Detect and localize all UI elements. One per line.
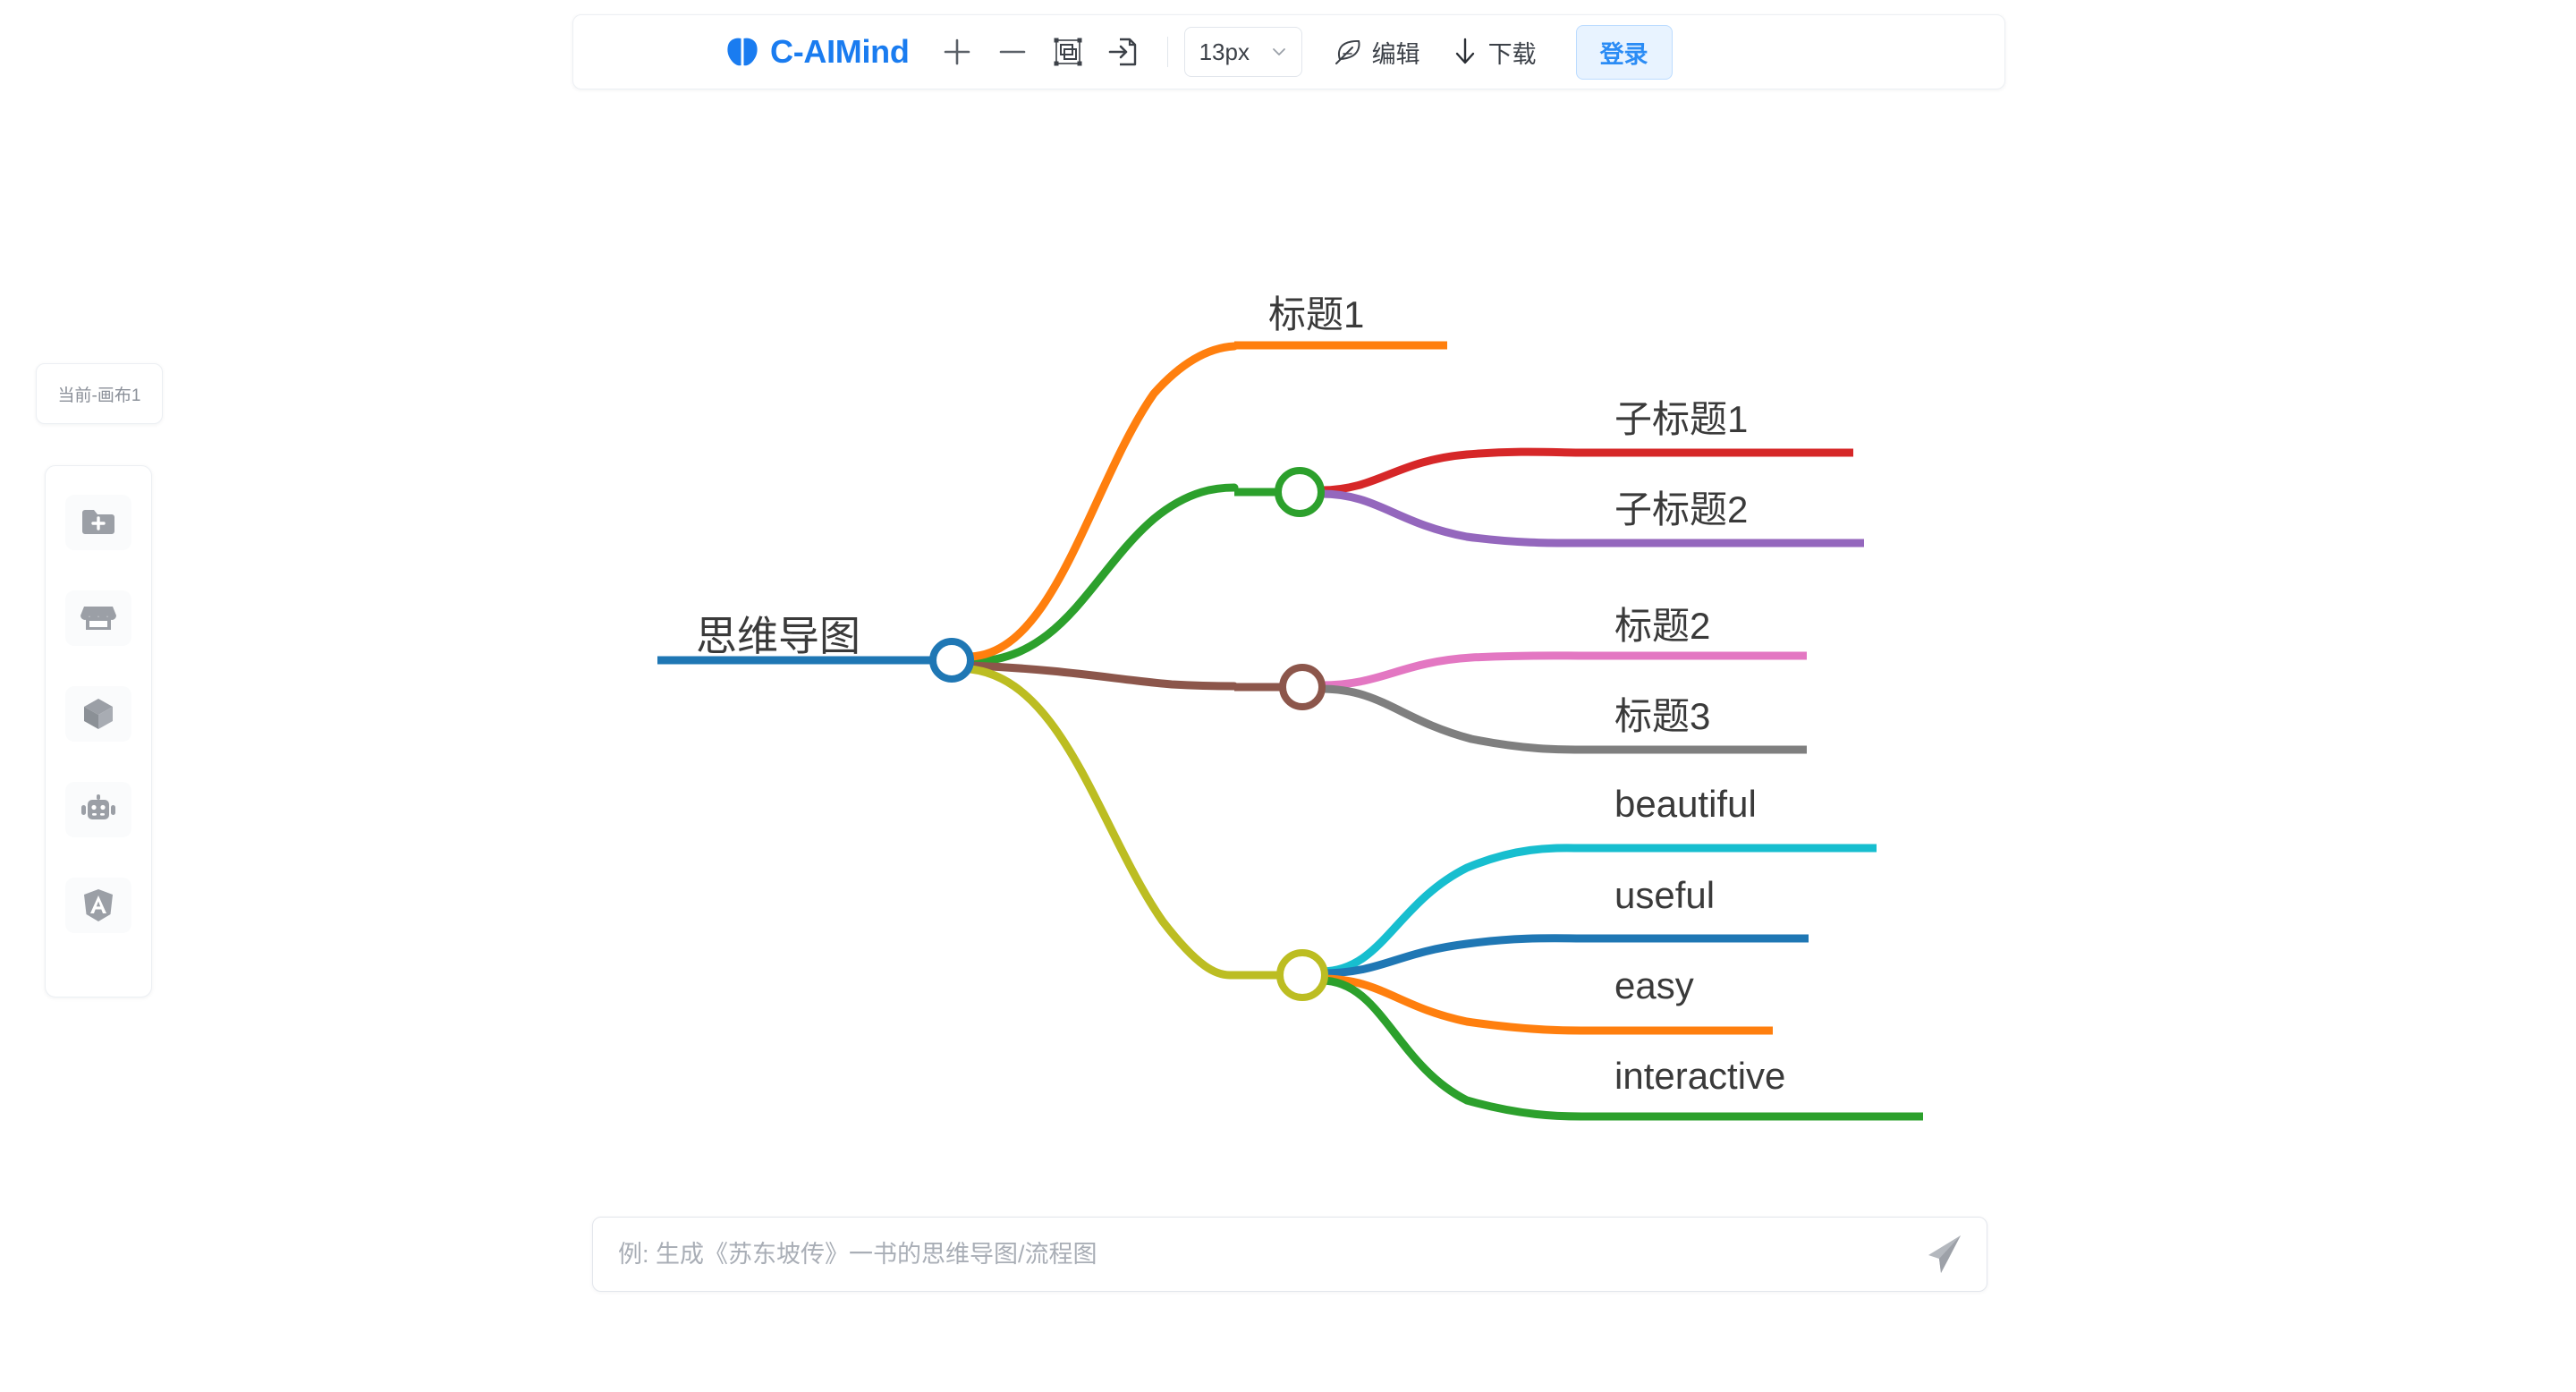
font-size-value: 13px xyxy=(1199,38,1250,65)
sidebar-item-marketplace[interactable] xyxy=(65,590,131,646)
download-arrow-icon xyxy=(1455,38,1474,64)
canvas-tab[interactable]: 当前-画布1 xyxy=(36,363,163,424)
fit-to-screen-button[interactable] xyxy=(1040,24,1096,80)
hub-olive-circle[interactable] xyxy=(1276,949,1328,1001)
robot-icon xyxy=(81,794,115,819)
branch-6 xyxy=(1317,934,1586,978)
plus-icon xyxy=(944,38,970,65)
prompt-input[interactable] xyxy=(593,1218,1901,1291)
hub-green-circle[interactable] xyxy=(1275,467,1325,517)
mindmap-node-label[interactable]: 子标题2 xyxy=(1614,488,1749,530)
mindmap-node-label[interactable]: 标题1 xyxy=(1268,293,1365,335)
prompt-bar xyxy=(592,1217,1987,1292)
minus-icon xyxy=(999,50,1025,54)
feather-pen-icon xyxy=(1335,39,1360,64)
zoom-in-button[interactable] xyxy=(929,24,985,80)
mindmap-node-label[interactable]: easy xyxy=(1614,964,1694,1006)
send-button[interactable] xyxy=(1901,1218,1987,1291)
brain-icon xyxy=(725,37,759,67)
mindmap-node-label[interactable]: beautiful xyxy=(1614,783,1757,825)
sidebar-item-new-folder[interactable] xyxy=(65,495,131,550)
download-button[interactable]: 下载 xyxy=(1451,35,1537,70)
zoom-out-button[interactable] xyxy=(985,24,1040,80)
chevron-down-icon xyxy=(1272,48,1285,55)
branch-2 xyxy=(1317,489,1586,547)
mindmap-node-label[interactable]: useful xyxy=(1614,874,1716,916)
mindmap-node-label[interactable]: 标题2 xyxy=(1614,605,1711,647)
cube-icon xyxy=(84,699,113,729)
branch-0 xyxy=(966,342,1239,661)
sidebar-item-ai-assistant[interactable] xyxy=(65,782,131,837)
branch-1 xyxy=(1317,447,1586,495)
brand-logo: C-AIMind xyxy=(725,33,910,71)
branch-4 xyxy=(1317,684,1586,754)
sidebar-item-components[interactable] xyxy=(65,686,131,742)
fit-to-screen-icon xyxy=(1054,38,1082,66)
mindmap-links xyxy=(657,341,1923,1121)
mindmap-nodes xyxy=(929,467,1328,1001)
edit-label: 编辑 xyxy=(1371,40,1420,68)
hub-brown-branch xyxy=(966,661,1239,691)
mindmap-node-label[interactable]: 标题3 xyxy=(1614,695,1711,737)
mindmap-root-circle[interactable] xyxy=(929,638,974,683)
mindmap-node-label[interactable]: 子标题1 xyxy=(1614,398,1749,440)
canvas-tab-label: 当前-画布1 xyxy=(57,386,141,405)
brand-name: C-AIMind xyxy=(770,33,910,70)
login-button[interactable]: 登录 xyxy=(1575,24,1673,80)
import-file-icon xyxy=(1108,38,1136,66)
folder-plus-icon xyxy=(82,510,114,534)
branch-3 xyxy=(1317,651,1586,690)
font-size-select[interactable]: 13px xyxy=(1183,27,1302,77)
mindmap-node-label[interactable]: interactive xyxy=(1614,1055,1786,1097)
tool-rail xyxy=(45,465,152,997)
storefront-icon xyxy=(80,607,116,630)
hub-olive-branch xyxy=(966,665,1234,980)
branch-7 xyxy=(1317,974,1586,1035)
branch-8 xyxy=(1317,976,1586,1121)
download-label: 下载 xyxy=(1487,40,1537,68)
branch-5 xyxy=(1317,844,1586,976)
edit-button[interactable]: 编辑 xyxy=(1333,35,1420,70)
import-file-button[interactable] xyxy=(1096,24,1151,80)
hub-brown-circle[interactable] xyxy=(1279,664,1326,710)
toolbar-divider xyxy=(1166,37,1168,67)
hub-green-branch xyxy=(966,483,1239,666)
mindmap-root-label[interactable]: 思维导图 xyxy=(696,613,860,659)
sidebar-item-angular[interactable] xyxy=(65,878,131,933)
send-paper-plane-icon xyxy=(1928,1235,1961,1273)
angular-shield-icon xyxy=(84,889,113,921)
top-toolbar: C-AIMind xyxy=(572,14,2005,89)
